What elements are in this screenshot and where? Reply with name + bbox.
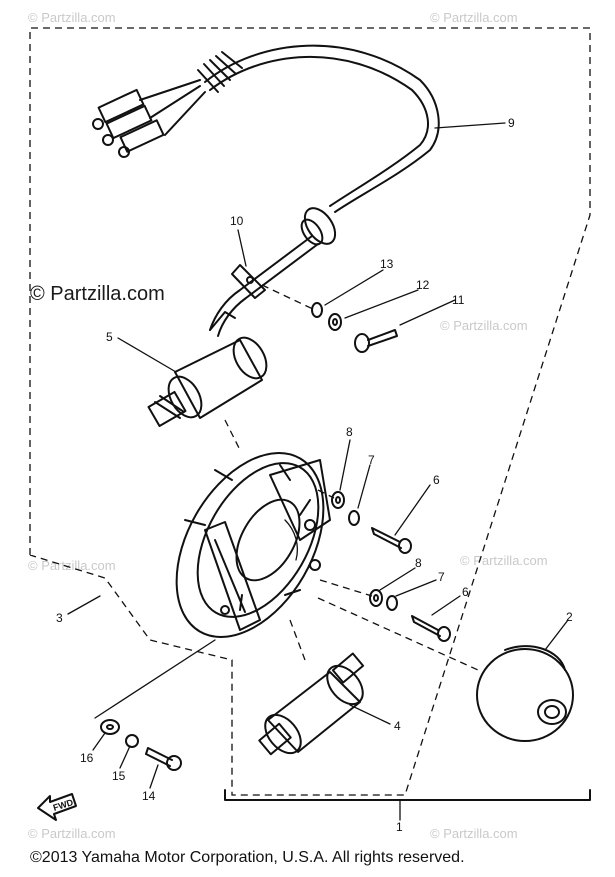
wire-wrap [197, 51, 243, 93]
leader-coil-stator [224, 419, 241, 451]
callout-3: 3 [56, 611, 63, 625]
screw-6-lower [411, 615, 451, 642]
leader-15 [119, 745, 131, 769]
washer-8-upper [331, 491, 345, 509]
leader-9 [434, 122, 506, 129]
callout-8-lower: 8 [415, 556, 422, 570]
callout-7-lower: 7 [438, 570, 445, 584]
leader-stator-washer8 [317, 489, 335, 499]
cable-wire-inner [209, 56, 429, 207]
harness-wire [209, 235, 319, 337]
assembly-boundary-dashed [29, 27, 591, 796]
callout-14: 14 [142, 789, 156, 803]
callout-6-upper: 6 [433, 473, 440, 487]
leader-3 [67, 595, 101, 615]
washer-15 [125, 734, 139, 748]
leader-stator-washer8-lower [319, 579, 373, 597]
watermark-main: © Partzilla.com [30, 283, 165, 305]
leader-12 [344, 289, 419, 319]
watermark-top-right: © Partzilla.com [430, 10, 518, 25]
screw-14 [145, 747, 182, 771]
leader-clamp-screw [261, 284, 316, 311]
leader-8-upper [339, 439, 351, 491]
leader-11 [399, 299, 456, 326]
washer-7-lower [386, 595, 398, 611]
cable-wire [204, 44, 440, 213]
callout-8-upper: 8 [346, 425, 353, 439]
callout-13: 13 [380, 257, 394, 271]
leader-stator-rotor [317, 597, 479, 671]
washer-8-lower [369, 589, 383, 607]
ignition-coil-5 [147, 311, 268, 428]
callout-10: 10 [230, 214, 244, 228]
cable-grommet [300, 207, 337, 246]
watermark-mid-right: © Partzilla.com [440, 318, 528, 333]
callout-1: 1 [396, 820, 403, 834]
leader-8-lower [379, 567, 416, 591]
screw-11 [354, 329, 398, 353]
pulser-coil-4 [258, 652, 365, 756]
leader-4 [349, 704, 391, 725]
callout-6-lower: 6 [462, 585, 469, 599]
screw-6-upper [371, 527, 412, 554]
flywheel-rotor-2 [476, 645, 574, 742]
leader-6-upper [394, 484, 431, 536]
callout-4: 4 [394, 719, 401, 733]
washer-12 [328, 313, 342, 331]
leader-16 [92, 732, 106, 751]
callout-9: 9 [508, 116, 515, 130]
wire-clamp [231, 264, 266, 299]
wire-connectors [92, 79, 206, 158]
leader-7-lower [395, 579, 437, 597]
callout-2: 2 [566, 610, 573, 624]
washer-7-upper [348, 510, 360, 526]
leader-13 [324, 269, 384, 306]
stator-base-plate-3 [175, 452, 331, 638]
watermark-lower-right: © Partzilla.com [460, 553, 548, 568]
copyright-notice: ©2013 Yamaha Motor Corporation, U.S.A. A… [30, 849, 465, 866]
leader-7-upper [357, 464, 371, 509]
watermark-lower-left: © Partzilla.com [28, 558, 116, 573]
leader-5 [117, 337, 177, 373]
watermark-top-left: © Partzilla.com [28, 10, 116, 25]
leader-14 [149, 764, 159, 789]
washer-16 [100, 719, 120, 735]
callout-12: 12 [416, 278, 430, 292]
leader-2 [544, 619, 569, 651]
leader-stator-pulser [289, 619, 306, 661]
callout-16: 16 [80, 751, 94, 765]
washer-13 [311, 302, 323, 318]
callout-11: 11 [452, 293, 465, 307]
callout-15: 15 [112, 769, 126, 783]
watermark-bottom-right: © Partzilla.com [430, 826, 518, 841]
leader-6-lower [431, 595, 461, 616]
watermark-bottom-left: © Partzilla.com [28, 826, 116, 841]
callout-7-upper: 7 [368, 453, 375, 467]
forward-arrow-icon: FWD [37, 793, 77, 821]
assembly-bracket-1 [224, 789, 591, 801]
leader-stator-bottom [94, 639, 216, 719]
leader-10 [237, 229, 247, 267]
callout-5: 5 [106, 330, 113, 344]
